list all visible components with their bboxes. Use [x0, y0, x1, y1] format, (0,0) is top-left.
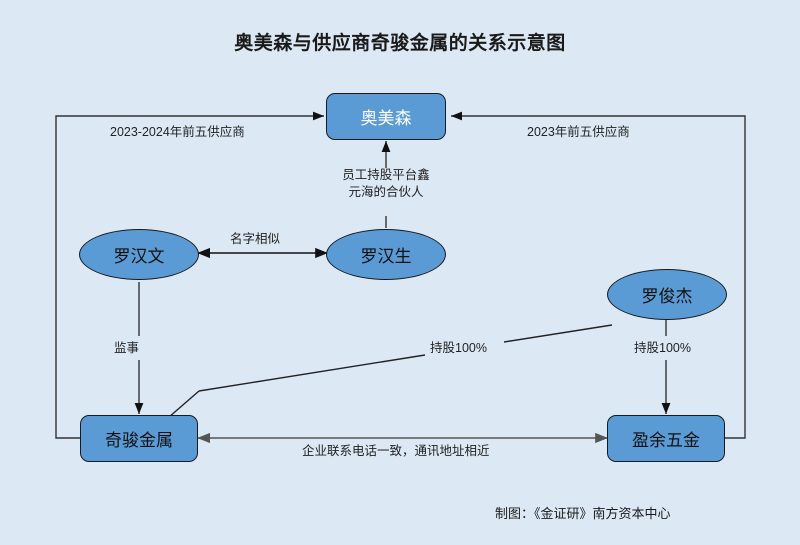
node-yingyuwujin-label: 盈余五金	[632, 431, 700, 450]
node-luohansheng-label: 罗汉生	[360, 247, 412, 266]
connector-yingyuwujin-to-aomeisen	[451, 111, 746, 439]
node-qijunjinshu[interactable]: 奇骏金属	[80, 415, 198, 462]
edge-label-luohansheng-to-aomeisen: 员工持股平台鑫 元海的合伙人	[311, 167, 461, 201]
node-luojunjie[interactable]: 罗俊杰	[607, 269, 727, 320]
node-yingyuwujin[interactable]: 盈余五金	[607, 415, 725, 462]
node-aomeisen[interactable]: 奥美森	[326, 93, 446, 140]
edge-label-luohansheng-to-aomeisen-line1: 员工持股平台鑫	[342, 168, 430, 182]
node-aomeisen-label: 奥美森	[360, 109, 412, 128]
edge-label-luohanwen-to-qijunjinshu: 监事	[114, 341, 140, 355]
node-luohansheng[interactable]: 罗汉生	[326, 229, 446, 280]
node-qijunjinshu-label: 奇骏金属	[105, 431, 173, 450]
edge-label-luojunjie-to-qijunjinshu: 持股100%	[430, 341, 487, 355]
node-luohanwen-label: 罗汉文	[113, 247, 165, 266]
node-luojunjie-label: 罗俊杰	[641, 287, 693, 306]
connector-luojunjie-to-qijunjinshu-upper	[503, 324, 613, 343]
edge-label-qijunjinshu-to-aomeisen: 2023-2024年前五供应商	[110, 125, 245, 139]
edge-label-luojunjie-to-yingyuwujin: 持股100%	[634, 341, 691, 355]
node-luohanwen[interactable]: 罗汉文	[79, 229, 199, 280]
edge-label-qijunjinshu-yingyuwujin: 企业联系电话一致，通讯地址相近	[302, 444, 490, 458]
connector-luojunjie-to-qijunjinshu-mid	[198, 354, 426, 392]
edge-label-luohanwen-luohansheng: 名字相似	[230, 232, 281, 246]
edge-label-luohansheng-to-aomeisen-line2: 元海的合伙人	[348, 184, 424, 199]
page-title: 奥美森与供应商奇骏金属的关系示意图	[234, 33, 566, 54]
edge-label-yingyuwujin-to-aomeisen: 2023年前五供应商	[527, 125, 630, 139]
connector-qijunjinshu-to-aomeisen	[55, 111, 324, 439]
credit-line: 制图：《金证研》南方资本中心	[495, 506, 671, 521]
